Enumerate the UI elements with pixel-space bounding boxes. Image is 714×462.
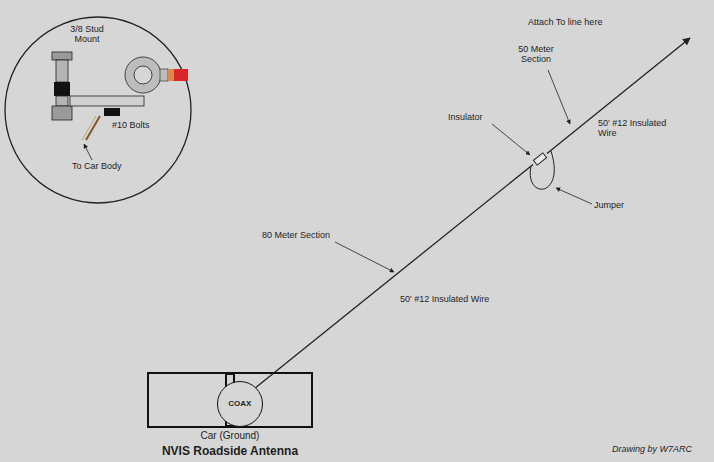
leader-line	[335, 242, 394, 272]
insulator	[533, 153, 546, 165]
jumper-label: Jumper	[594, 200, 624, 210]
coax-label: COAX	[228, 399, 251, 408]
jumper-wire	[530, 151, 554, 189]
antenna-wire	[547, 38, 690, 153]
leader-line	[556, 188, 592, 204]
car-label: Car (Ground)	[201, 430, 260, 442]
feed-point-circle: COAX	[217, 381, 263, 427]
part-label: 3/8 Stud Mount	[64, 24, 110, 45]
section-label: 80 Meter Section	[262, 230, 330, 240]
credit-note: Drawing by W7ARC	[612, 444, 692, 454]
diagram-title: NVIS Roadside Antenna	[162, 444, 298, 458]
leader-line	[548, 70, 570, 124]
ring-terminal	[125, 57, 188, 93]
wire-label: 50' #12 Insulated Wire	[400, 294, 489, 304]
part-label: To Car Body	[72, 161, 122, 171]
insulator-label: Insulator	[448, 112, 483, 122]
part-label: #10 Bolts	[112, 120, 150, 130]
leader-line	[84, 144, 92, 160]
section-label: 50 Meter Section	[512, 44, 560, 65]
detail-circle	[5, 17, 191, 203]
attach-note: Attach To line here	[528, 17, 602, 27]
car-outline: COAXCar (Ground)	[147, 372, 313, 428]
antenna-wire	[256, 165, 533, 388]
wire-label: 50' #12 Insulated Wire	[598, 118, 668, 139]
leader-line	[492, 124, 530, 155]
